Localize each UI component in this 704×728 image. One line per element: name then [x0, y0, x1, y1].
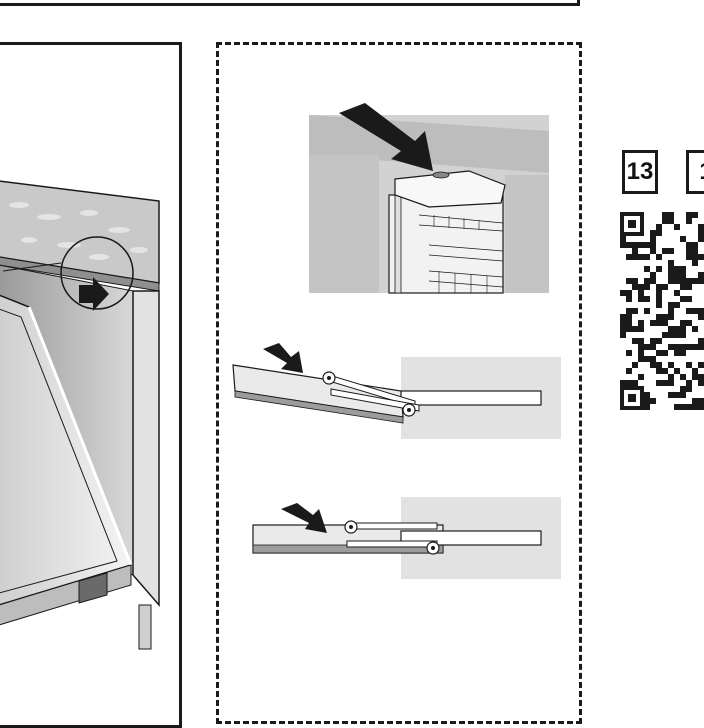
- dishwasher-overview-drawing: [0, 180, 160, 650]
- qr-code-icon: [620, 212, 704, 410]
- hinge-closed-diagram: [252, 497, 561, 579]
- freezer-hinge-illustration: [309, 103, 549, 294]
- hinge-detail-panel: [216, 42, 582, 724]
- hinge-detail-drawing: [232, 103, 561, 579]
- page-number-next: 1: [686, 150, 704, 194]
- top-frame-edge: [0, 0, 580, 6]
- hinge-open-diagram: [232, 343, 561, 439]
- page-number-current: 13: [622, 150, 658, 194]
- dishwasher-overview-illustration: [0, 42, 182, 728]
- qr-code-graphic: [620, 212, 704, 410]
